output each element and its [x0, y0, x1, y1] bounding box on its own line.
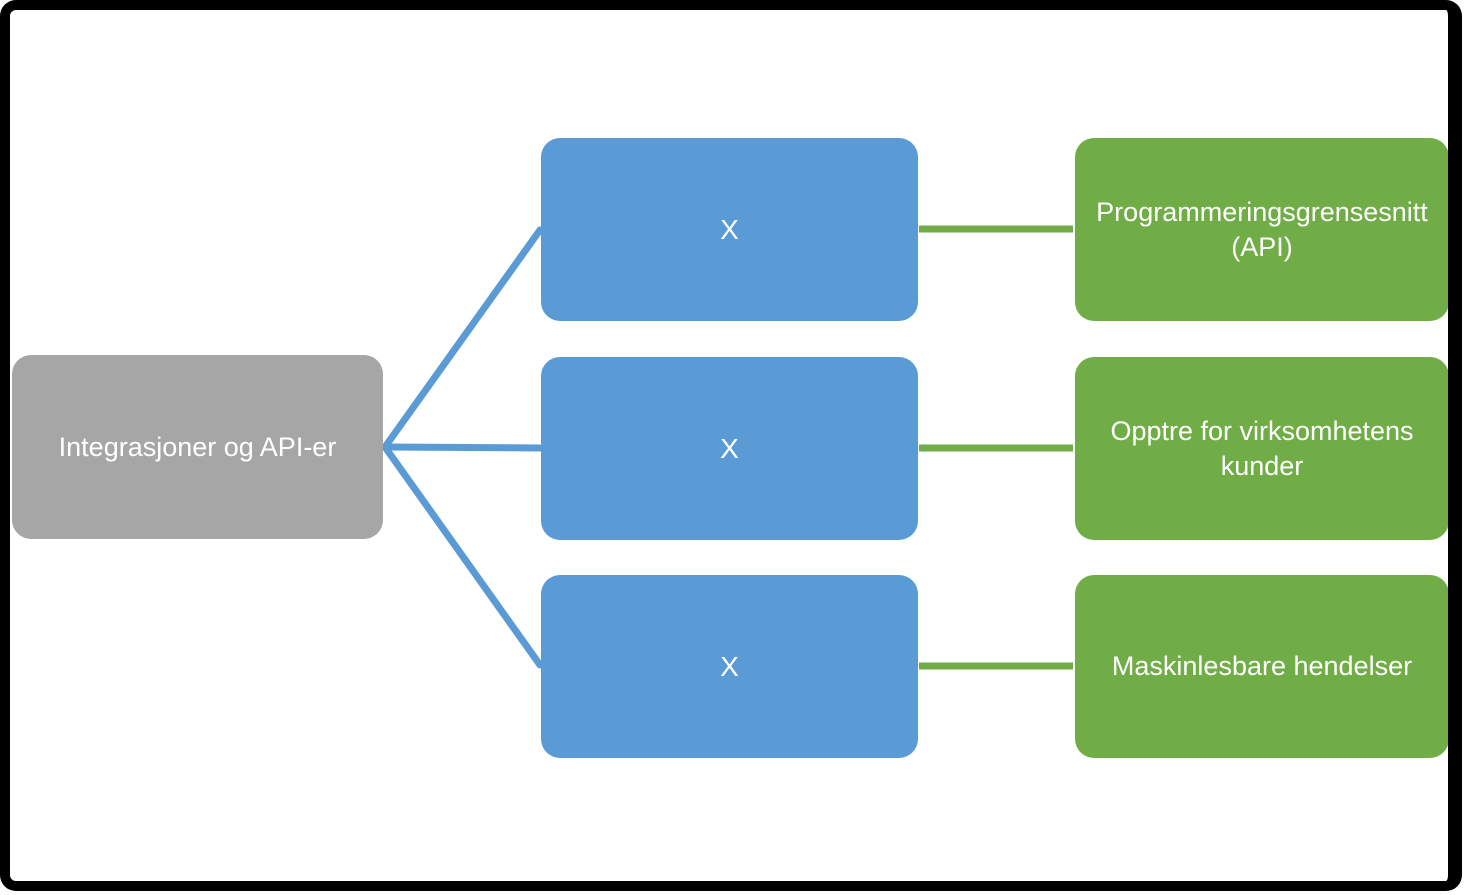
middle-node-2: X — [541, 357, 918, 540]
root-node: Integrasjoner og API-er — [12, 355, 383, 539]
middle-node-3-label: X — [720, 650, 739, 682]
connector-root-to-middle-2 — [381, 443, 544, 452]
leaf-node-2: Opptre for virksomhetens kunder — [1075, 357, 1449, 540]
leaf-node-2-label: Opptre for virksomhetens kunder — [1110, 416, 1414, 481]
leaf-node-3: Maskinlesbare hendelser — [1075, 575, 1449, 758]
connector-root-to-middle-1 — [381, 226, 544, 451]
connector-root-to-middle-3 — [381, 443, 544, 669]
leaf-node-1: Programmeringsgrensesnitt (API) — [1075, 138, 1449, 321]
middle-node-1: X — [541, 138, 918, 321]
leaf-node-1-label: Programmeringsgrensesnitt (API) — [1096, 197, 1428, 262]
middle-node-2-label: X — [720, 432, 739, 464]
leaf-node-3-label: Maskinlesbare hendelser — [1111, 651, 1413, 682]
middle-node-1-label: X — [720, 213, 739, 245]
middle-node-3: X — [541, 575, 918, 758]
root-node-label: Integrasjoner og API-er — [58, 431, 337, 462]
